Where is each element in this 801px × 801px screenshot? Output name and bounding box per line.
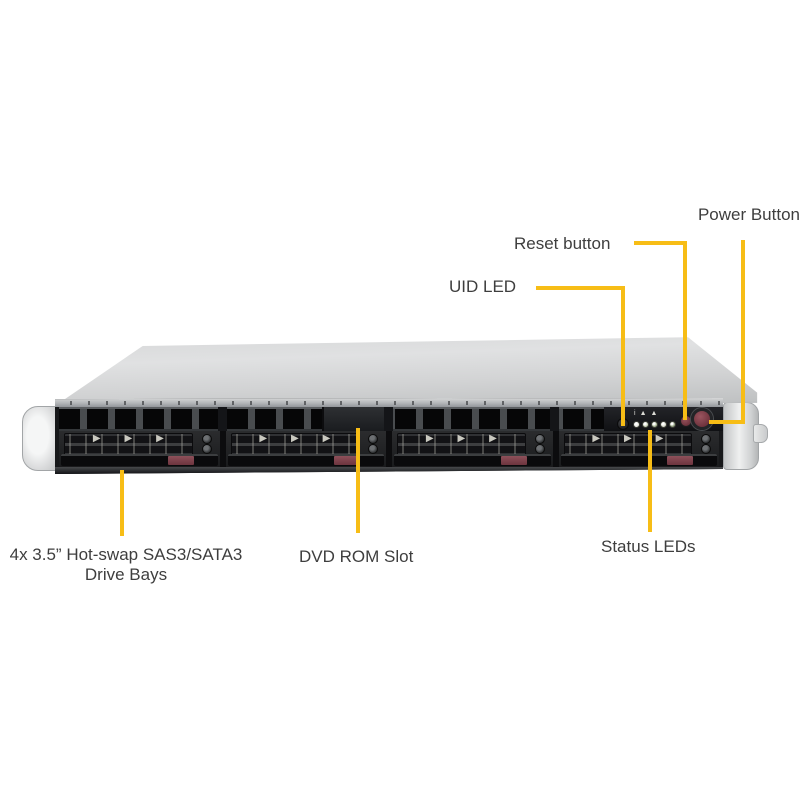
screw-hole-icon [368,434,378,444]
reset-button-label: Reset button [514,234,611,253]
chassis-bottom-rail [55,467,723,474]
dvd-rom-label: DVD ROM Slot [299,547,414,566]
power-button [691,408,713,430]
right-rack-ear-tab [753,424,768,443]
vent-arrow-icon: ▶ [290,433,299,444]
status-icons: i▲▲ [634,410,657,418]
drive-tray-handle [560,454,717,466]
vent-arrow-icon: ▶ [489,433,497,444]
status-indicator-icon: i [634,410,636,417]
vent-arrow-icon: ▶ [124,433,133,444]
vent-arrow-icon: ▶ [425,433,434,444]
power-button-label: Power Button [697,205,800,224]
drive-tray-handle [394,454,551,466]
drive-tray-latch [334,456,360,465]
screw-hole-icon [701,444,711,454]
chassis-front-panel: i▲▲ ▶▶▶ ▶▶▶ ▶▶▶ ▶▶▶ [55,398,723,474]
vent-arrow-icon: ▶ [592,433,601,444]
drive-bay-row: ▶ ▶ ▶ ▶ ▶ ▶ ▶ ▶ ▶ ▶ ▶ ▶ [59,431,719,468]
status-led [669,421,676,428]
drive-tray-latch [667,456,693,465]
drive-tray-handle [61,454,218,466]
status-leds-label: Status LEDs [601,537,696,556]
screw-hole-icon [534,434,545,444]
vent-arrow-icon: ▶ [92,433,101,444]
chassis-top-cover [55,337,758,406]
reset-button-callout-line [634,241,687,245]
uid-led-label: UID LED [449,277,517,296]
drive-bays-label-line2: Drive Bays [84,565,168,585]
drive-tray-grille: ▶ ▶ ▶ [64,433,193,456]
status-indicator-icon: ▲ [650,410,658,417]
status-indicator-icon: ▲ [639,410,647,417]
drive-tray: ▶ ▶ ▶ [59,431,220,468]
vent-arrow-icon: ▶ [623,433,632,444]
bay-divider [384,407,393,431]
screw-hole-icon [534,444,545,454]
status-led [651,421,658,428]
status-led [660,421,667,428]
screw-hole-icon [201,444,212,454]
uid-led-callout-line [621,286,625,426]
uid-led-callout-line [536,286,625,290]
bay-divider [218,407,227,431]
drive-tray: ▶ ▶ ▶ [392,431,553,468]
screw-hole-icon [201,434,212,444]
drive-tray-grille: ▶ ▶ ▶ [397,433,526,456]
drive-tray-latch [167,456,194,465]
drive-bays-label-line1: 4x 3.5” Hot-swap SAS3/SATA3 [9,545,243,564]
drive-tray: ▶ ▶ ▶ [225,431,386,468]
drive-bays-callout-line [120,470,124,536]
power-button-callout-line [709,420,745,424]
vent-arrow-icon: ▶ [322,433,331,444]
bay-divider [550,407,559,431]
power-button-callout-line [741,240,745,424]
drive-tray-grille: ▶ ▶ ▶ [563,433,692,456]
status-leds-callout-line [648,430,652,532]
status-leds [633,421,676,428]
screw-hole-icon [701,434,711,444]
drive-tray-grille: ▶ ▶ ▶ [230,433,359,456]
drive-tray-handle [227,454,384,466]
status-led [642,421,649,428]
dvd-rom-callout-line [356,428,360,533]
vent-arrow-icon: ▶ [156,433,164,444]
screw-hole-icon [368,444,378,454]
drive-bays-label: 4x 3.5” Hot-swap SAS3/SATA3 Drive Bays [0,545,252,585]
drive-tray: ▶ ▶ ▶ [558,431,719,468]
reset-button-callout-line [683,241,687,420]
left-rack-ear [22,406,59,471]
vent-arrow-icon: ▶ [655,433,664,444]
status-led [633,421,640,428]
vent-arrow-icon: ▶ [259,433,268,444]
drive-tray-latch [500,456,527,465]
front-lip [55,398,723,407]
vent-arrow-icon: ▶ [457,433,466,444]
